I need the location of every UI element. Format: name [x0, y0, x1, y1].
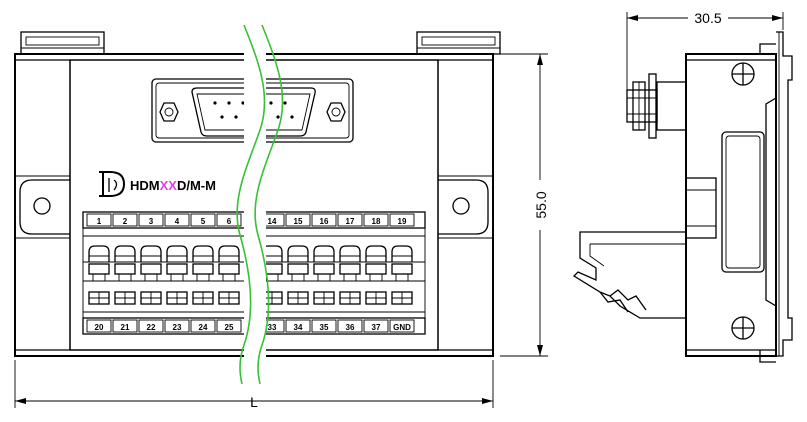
terminal-label: 37: [372, 323, 381, 332]
terminal-cell: [164, 319, 190, 333]
terminal-cell: [285, 319, 311, 333]
terminal-label: 36: [346, 323, 355, 332]
terminal-cell: [311, 319, 337, 333]
terminal-labels-top: 1 2 3 4 5 6 14 15 16 17 18 19: [86, 213, 415, 227]
terminal-clamp: [218, 245, 240, 305]
din-rail: [765, 31, 793, 357]
terminal-cell: [138, 319, 164, 333]
terminal-label: 19: [398, 217, 407, 226]
terminal-clamp: [114, 245, 136, 305]
terminal-cell: [285, 213, 311, 227]
terminal-cell: [389, 213, 415, 227]
terminal-label: 23: [173, 323, 182, 332]
terminal-cell: [363, 319, 389, 333]
dimension-height-label: 55.0: [533, 191, 549, 218]
side-terminal-blocks: [572, 231, 686, 319]
terminal-cell: [363, 213, 389, 227]
dimension-width: L: [14, 360, 494, 410]
terminal-cell: [216, 213, 242, 227]
terminal-label: 5: [201, 217, 206, 226]
terminal-cell: [112, 213, 138, 227]
terminal-cell: [164, 213, 190, 227]
terminal-cell: [138, 213, 164, 227]
screw-hole-left: [33, 197, 51, 215]
dimension-width-label: L: [250, 394, 258, 410]
terminal-label: 1: [97, 217, 102, 226]
terminal-label: 25: [225, 323, 234, 332]
terminal-label: GND: [393, 323, 411, 332]
terminal-labels-bottom: 20 21 22 23 24 25 33 34 35 36 37 GND: [86, 319, 415, 333]
terminal-label: 33: [268, 323, 277, 332]
model-prefix: HDM: [130, 178, 160, 193]
terminal-cell: [337, 319, 363, 333]
top-clip-right: [416, 31, 501, 55]
terminal-clamp: [192, 245, 214, 305]
terminal-label: 2: [123, 217, 128, 226]
screw-hole-right: [452, 197, 470, 215]
break-line-right: [254, 24, 284, 385]
terminal-label: 4: [175, 217, 180, 226]
model-variable: XX: [160, 178, 178, 193]
terminal-cell: [86, 319, 112, 333]
terminal-clamp: [391, 245, 413, 305]
terminal-label: 20: [95, 323, 104, 332]
dimension-depth-label: 30.5: [694, 10, 721, 26]
terminal-label: 15: [294, 217, 303, 226]
terminal-cell: [216, 319, 242, 333]
front-view: HDMXXD/M-M 1 2 3 4 5 6 14 15 16 17 18 19: [14, 22, 501, 385]
model-suffix: D/M-M: [177, 178, 216, 193]
terminal-label: 16: [320, 217, 329, 226]
terminal-cell: [311, 213, 337, 227]
terminal-clamp: [261, 245, 283, 305]
terminal-clamp: [365, 245, 387, 305]
top-clip-left: [20, 31, 105, 55]
side-view: 30.5: [572, 8, 793, 363]
terminal-cell: [190, 319, 216, 333]
terminal-cell: [86, 213, 112, 227]
side-window: [721, 131, 765, 273]
terminal-clamp: [339, 245, 361, 305]
terminal-label: 35: [320, 323, 329, 332]
mounting-ear-right: [438, 175, 493, 239]
dimension-height: 55.0: [500, 53, 552, 357]
terminal-label: 24: [199, 323, 208, 332]
terminal-clamp: [313, 245, 335, 305]
terminal-cell: [112, 319, 138, 333]
side-dsub: [626, 73, 687, 139]
terminal-label: 6: [227, 217, 232, 226]
break-line-left: [236, 24, 266, 385]
terminal-clamp: [287, 245, 309, 305]
terminal-clamps: [88, 245, 413, 305]
brand-logo: [99, 171, 126, 197]
terminal-label: 22: [147, 323, 156, 332]
model-label: HDMXXD/M-M: [130, 178, 216, 193]
terminal-clamp: [140, 245, 162, 305]
terminal-clamp: [166, 245, 188, 305]
terminal-clamp: [88, 245, 110, 305]
terminal-label: 17: [346, 217, 355, 226]
terminal-label: 21: [121, 323, 130, 332]
terminal-cell: [389, 319, 415, 333]
terminal-label: 34: [294, 323, 303, 332]
terminal-label: 14: [268, 217, 277, 226]
terminal-cell: [337, 213, 363, 227]
side-body: [685, 53, 777, 357]
side-screw-bottom: [731, 316, 755, 340]
terminal-cell: [190, 213, 216, 227]
terminal-label: 3: [149, 217, 154, 226]
terminal-label: 18: [372, 217, 381, 226]
dimension-depth: 30.5: [626, 8, 784, 90]
mounting-ear-left: [15, 175, 70, 239]
side-screw-top: [731, 62, 755, 86]
